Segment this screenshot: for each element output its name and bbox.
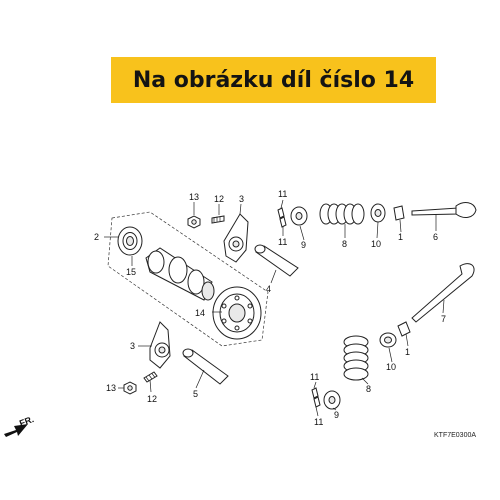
callout-3-upper: 3 [239, 194, 244, 204]
spring-seat-10-upper [370, 203, 386, 223]
valve-cotter-11-upper [277, 207, 287, 228]
camshaft [145, 247, 215, 301]
valve-cotter-11-lower [311, 387, 321, 408]
valve-spring-8-upper [319, 203, 365, 225]
bearing-15 [117, 226, 143, 256]
rocker-arm-upper [223, 213, 249, 263]
callout-10-upper: 10 [371, 239, 381, 249]
callout-5: 5 [193, 389, 198, 399]
nut-13-lower [123, 381, 137, 395]
direction-label: FR. [18, 414, 35, 428]
callout-7: 7 [441, 314, 446, 324]
adjusting-screw-12-lower [143, 371, 158, 383]
callout-11-c: 11 [310, 372, 319, 382]
callout-8-upper: 8 [342, 239, 347, 249]
callout-15: 15 [126, 267, 136, 277]
nut-13-upper [187, 215, 201, 229]
callout-8-lower: 8 [366, 384, 371, 394]
stem-seal-1-upper [393, 205, 405, 221]
callout-13-upper: 13 [189, 192, 199, 202]
callout-14: 14 [195, 308, 205, 318]
callout-12-lower: 12 [147, 394, 157, 404]
callout-10-lower: 10 [386, 362, 396, 372]
rocker-shaft-lower [182, 348, 229, 385]
front-direction-arrow-icon [4, 424, 28, 437]
callout-1-lower: 1 [405, 347, 410, 357]
valve-spring-8-lower [343, 335, 369, 381]
callout-11-d: 11 [314, 417, 323, 427]
callout-2: 2 [94, 232, 99, 242]
banner: Na obrázku díl číslo 14 [111, 57, 436, 103]
spring-retainer-9-lower [323, 390, 341, 410]
callout-6: 6 [433, 232, 438, 242]
callout-9-lower: 9 [334, 410, 339, 420]
callout-1-upper: 1 [398, 232, 403, 242]
callout-12-upper: 12 [214, 194, 224, 204]
spring-retainer-9-upper [290, 206, 308, 226]
callout-labels: 2 15 13 12 3 4 14 3 13 12 5 11 11 9 8 10… [94, 189, 446, 427]
leader-lines [104, 199, 445, 417]
valve-6-exhaust [411, 202, 477, 218]
adjusting-screw-12-upper [211, 215, 225, 224]
callout-11-b: 11 [278, 237, 287, 247]
valve-7-intake [411, 263, 475, 323]
diagram-code: KTF7E0300A [434, 432, 476, 439]
rocker-shaft-upper [254, 244, 299, 277]
bearing-14 [212, 286, 262, 340]
spring-seat-10-lower [379, 332, 397, 348]
stem-seal-1-lower [397, 321, 411, 337]
callout-4: 4 [266, 284, 271, 294]
callout-13-lower: 13 [106, 383, 116, 393]
callout-11-a: 11 [278, 189, 287, 199]
callout-3-lower: 3 [130, 341, 135, 351]
callout-9-upper: 9 [301, 240, 306, 250]
rocker-arm-lower [149, 321, 171, 369]
